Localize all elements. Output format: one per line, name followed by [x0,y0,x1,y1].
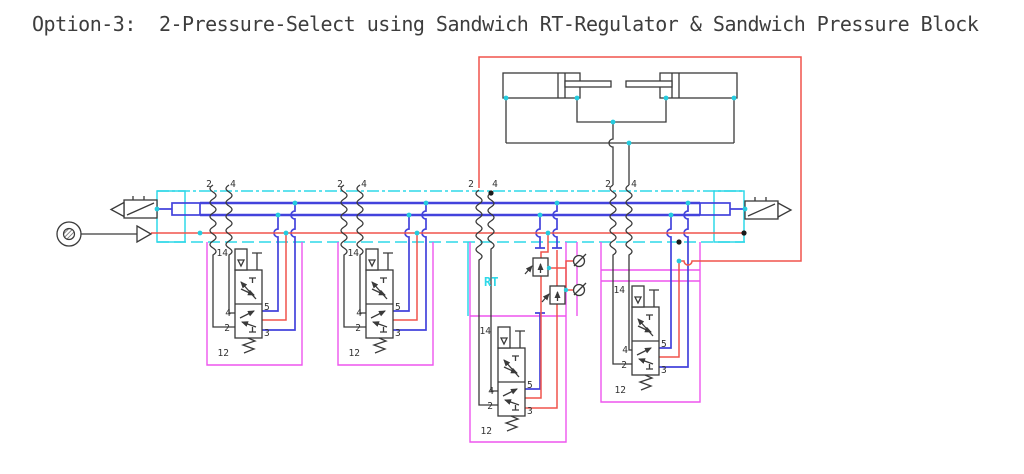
port-label: 2 [621,360,627,371]
cylinder-right [625,72,738,99]
port-label: 4 [622,345,628,356]
pressure-lines [151,56,802,409]
port-label: 12 [218,348,229,359]
port-label: 2 [224,323,230,334]
silencer-right-icon [744,197,793,220]
port-label: 4 [488,386,494,397]
port-label: 14 [614,285,626,296]
port-label: 3 [264,328,270,339]
line-label: 4 [631,179,637,190]
cylinder-group-loop [478,56,802,266]
line-label: 4 [230,179,236,190]
port-label: 14 [348,248,360,259]
compressor-icon [56,221,153,247]
line-label: 2 [468,179,474,190]
port-label: 2 [487,401,493,412]
line-label: 4 [361,179,367,190]
valve-station-4 [632,286,659,390]
cylinder-left [502,72,612,99]
station-boxes [206,242,701,443]
junction-dots [154,95,748,293]
page-title: Option-3: 2-Pressure-Select using Sandwi… [32,12,979,36]
station-1-box [206,242,303,366]
port-label: 5 [661,339,667,350]
port-label: 5 [395,302,401,313]
pressure-gauge-2-icon [572,282,587,297]
port-label: 14 [480,326,492,337]
port-label: 3 [661,365,667,376]
port-label: 3 [527,406,533,417]
pilot-buses [157,201,745,390]
line-label: 2 [337,179,343,190]
line-label: 2 [605,179,611,190]
port-label: 4 [225,308,231,319]
port-label: 5 [264,302,270,313]
station-2-box [337,242,434,366]
port-label: 3 [395,328,401,339]
regulator-1-icon [524,257,549,277]
line-label: 2 [206,179,212,190]
port-label: 5 [527,380,533,391]
port-label: 12 [349,348,360,359]
cylinder-assembly [502,72,738,185]
valve-station-3 [498,327,525,431]
rt-label: RT [484,275,498,289]
line-label: 4 [492,179,498,190]
port-label: 2 [355,323,361,334]
station-3-box [469,242,567,443]
labels: RT 2 4 2 4 2 4 2 4 14 4 2 5 3 12 14 4 2 … [206,179,667,437]
regulator-2-icon [541,285,566,305]
station-4-box [600,242,701,403]
port-label: 4 [356,308,362,319]
port-label: 12 [615,385,626,396]
rt-regulator-block [524,253,587,305]
port-label: 14 [217,248,229,259]
port-label: 12 [481,426,492,437]
silencer-left-icon [109,196,158,219]
valve-station-1 [235,249,262,353]
work-lines [209,184,633,406]
pressure-gauge-1-icon [572,253,587,268]
valve-station-2 [366,249,393,353]
